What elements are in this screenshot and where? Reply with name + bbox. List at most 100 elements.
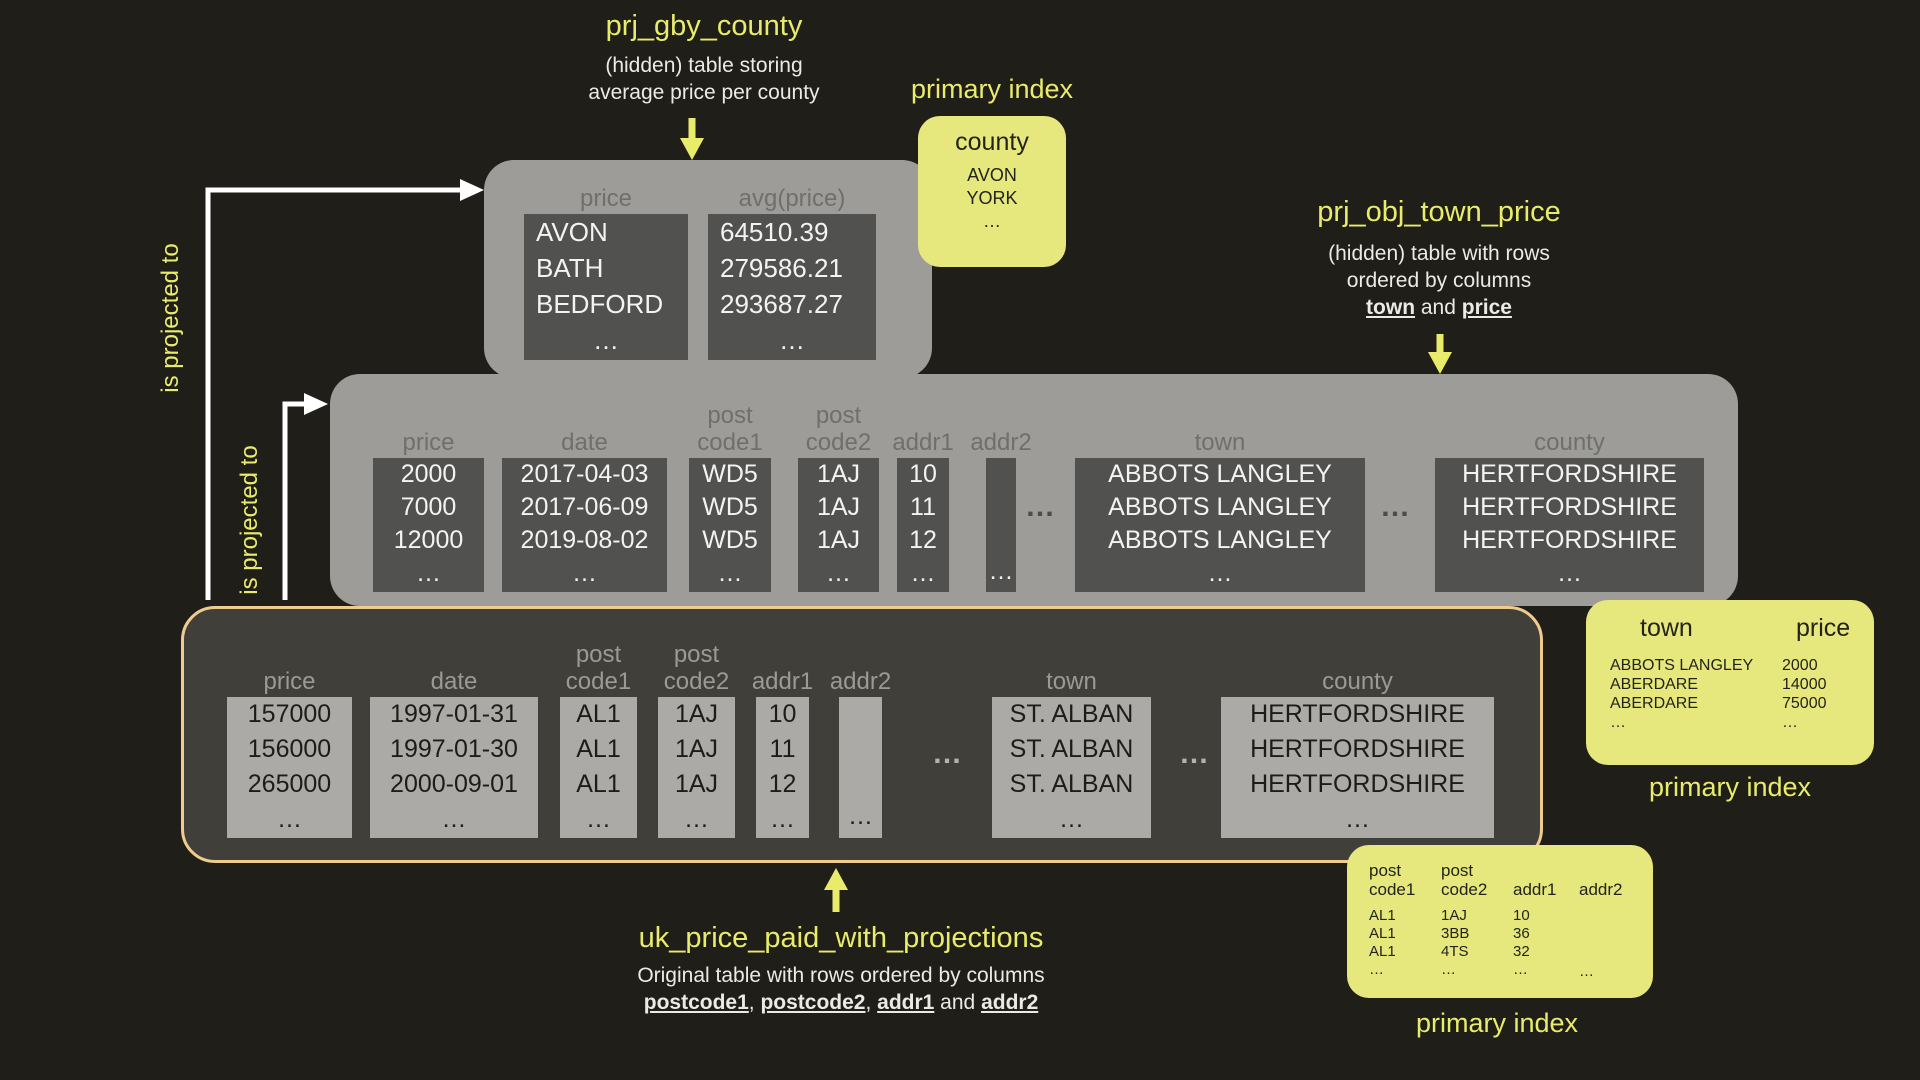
index-header: county [955,128,1029,156]
bottom-table-description-line1: Original table with rows ordered by colu… [637,964,1045,987]
cell-value: 293687.27 [720,289,843,319]
is-projected-arrow-to-middle-table [282,393,328,600]
cell-value: ST. ALBAN [1009,700,1134,728]
index-header: addr1 [1513,880,1557,899]
index-header: post code2 [1441,857,1505,899]
index-header: price [1796,614,1851,642]
cell-value: AL1 [1369,943,1396,960]
cell-value: 11 [910,493,936,521]
cell-value: 32 [1513,943,1530,960]
columns-gap-ellipsis: … [932,737,962,770]
cell-value: YORK [966,188,1018,208]
bottom-table-title: uk_price_paid_with_projections [638,922,1044,954]
cell-value: 10 [1513,907,1530,924]
column-header: town [1046,668,1097,695]
cell-value: … [1207,559,1233,587]
cell-value: BEDFORD [536,289,664,319]
cell-value: BATH [536,253,604,283]
top-table-description-line1: (hidden) table storing [605,54,803,77]
text-segment: and [934,991,982,1014]
cell-value: AL1 [1369,907,1396,924]
cell-value: 156000 [247,735,332,763]
cell-value: 2017-06-09 [520,493,649,521]
cell-value: ABBOTS LANGLEY [1108,526,1332,554]
column-addr2: addr2 … [829,617,892,838]
column-header: town [1194,429,1246,456]
cell-value: 1997-01-31 [390,700,518,728]
column-header: county [1534,429,1605,456]
cell-value: ABBOTS LANGLEY [1108,460,1332,488]
cell-value: AL1 [576,735,621,763]
cell-value: … [1610,714,1626,731]
text-segment: and [1415,296,1462,319]
cell-value: WD5 [702,493,758,521]
index-header: post code1 [1369,857,1433,899]
cell-value: ABBOTS LANGLEY [1610,657,1754,674]
header-line: code2 [1441,880,1488,899]
header-line: post [1369,861,1402,880]
cell-value: 265000 [247,770,332,798]
column-header: price [402,429,455,456]
cell-value: … [1579,963,1594,980]
index-header: addr2 [1579,880,1623,899]
cell-value: … [826,559,851,587]
column-cell: … [839,697,882,838]
cell-value: 1AJ [816,493,861,521]
columns-gap-ellipsis: … [1025,490,1055,523]
cell-value: 64510.39 [720,217,829,247]
primary-index-label: primary index [1415,1008,1579,1038]
column-header: county [1322,668,1393,695]
cell-value: AL1 [1369,925,1396,942]
columns-gap-ellipsis: … [1179,737,1209,770]
middle-table-description-line1: (hidden) table with rows [1328,242,1550,265]
cell-value: AL1 [576,700,621,728]
cell-value: 2000 [400,460,457,488]
header-line: code1 [565,668,632,695]
cell-value: ABERDARE [1610,676,1699,693]
primary-index-label: primary index [910,74,1074,104]
cell-value: … [1513,961,1528,978]
middle-table-description: (hidden) table with rows ordered by colu… [1189,240,1689,321]
column-header: addr2 [829,668,892,695]
cell-value: … [593,325,619,355]
cell-value: AL1 [576,770,621,798]
text-segment: , [748,991,761,1014]
ordering-column-name: addr1 [877,991,935,1014]
header-line: post [1441,861,1474,880]
cell-value: … [770,805,795,833]
ordering-column-name: price [1461,296,1512,319]
column-header: post code2 [798,382,879,456]
cell-value: 1AJ [674,700,719,728]
cell-value: … [1369,961,1384,978]
cell-value: 4TS [1441,943,1469,960]
cell-value: AVON [967,165,1017,185]
cell-value: 1AJ [674,770,719,798]
columns-gap-ellipsis: … [1380,490,1410,523]
cell-value: 1AJ [1441,907,1467,924]
header-line: post [815,402,862,429]
